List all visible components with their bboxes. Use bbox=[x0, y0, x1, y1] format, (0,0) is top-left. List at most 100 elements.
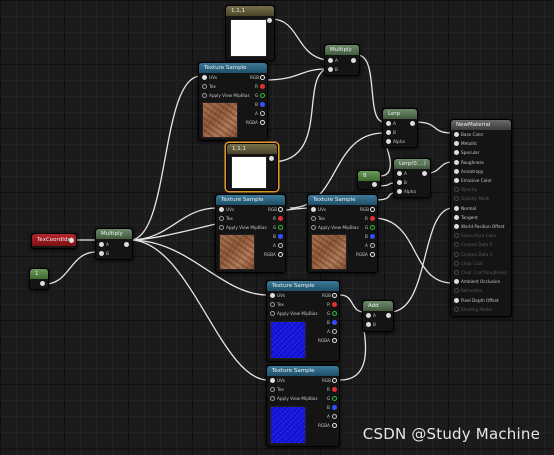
uvs-pin[interactable] bbox=[311, 207, 316, 212]
g-pin[interactable] bbox=[332, 396, 337, 401]
g-pin[interactable] bbox=[332, 311, 337, 316]
material-input-pin[interactable] bbox=[454, 141, 459, 147]
material-input-pin[interactable] bbox=[454, 196, 459, 202]
material-input-pin[interactable] bbox=[454, 270, 459, 275]
uvs-pin[interactable] bbox=[270, 293, 275, 298]
material-input-pin[interactable] bbox=[454, 288, 459, 294]
output-pin[interactable] bbox=[40, 281, 45, 286]
rgba-pin[interactable] bbox=[332, 338, 337, 343]
uvs-pin[interactable] bbox=[202, 75, 207, 80]
b-pin[interactable] bbox=[278, 234, 283, 239]
material-input-pin[interactable] bbox=[454, 279, 459, 285]
g-pin[interactable] bbox=[260, 93, 265, 98]
output-pin[interactable] bbox=[69, 238, 74, 243]
material-input-pin[interactable] bbox=[454, 214, 459, 220]
material-input-pin[interactable] bbox=[454, 150, 459, 156]
alpha-pin[interactable] bbox=[397, 189, 402, 194]
uvs-pin[interactable] bbox=[219, 207, 224, 212]
r-pin[interactable] bbox=[332, 387, 337, 392]
r-pin[interactable] bbox=[278, 216, 283, 221]
material-input-pin[interactable] bbox=[454, 260, 459, 266]
rgb-pin[interactable] bbox=[332, 378, 337, 383]
material-input-pin[interactable] bbox=[454, 178, 459, 183]
input-a-pin[interactable] bbox=[397, 171, 402, 176]
material-input-pin[interactable] bbox=[454, 242, 459, 248]
tex-pin[interactable] bbox=[311, 216, 316, 221]
input-b-pin[interactable] bbox=[328, 67, 333, 72]
texture-sample-node-4[interactable]: Texture Sample UVs Tex Apply View MipBia… bbox=[266, 280, 340, 362]
output-pin[interactable] bbox=[267, 18, 272, 23]
scalar-node-left[interactable]: 1 bbox=[29, 268, 49, 290]
b-pin[interactable] bbox=[260, 102, 265, 107]
b-pin[interactable] bbox=[332, 405, 337, 410]
input-b-pin[interactable] bbox=[366, 322, 371, 327]
g-pin[interactable] bbox=[278, 225, 283, 230]
material-input-pin[interactable] bbox=[454, 297, 459, 303]
rgb-pin[interactable] bbox=[332, 293, 337, 298]
constant-node-top[interactable]: 1,1,1 bbox=[225, 5, 275, 61]
r-pin[interactable] bbox=[370, 216, 375, 221]
output-pin[interactable] bbox=[124, 242, 129, 247]
material-input-pin[interactable] bbox=[454, 132, 459, 137]
alpha-pin[interactable] bbox=[386, 139, 391, 144]
input-a-pin[interactable] bbox=[386, 121, 391, 126]
material-input-pin[interactable] bbox=[454, 187, 459, 193]
b-pin[interactable] bbox=[332, 320, 337, 325]
a-pin[interactable] bbox=[332, 329, 337, 334]
texture-sample-node-2[interactable]: Texture Sample UVs Tex Apply View MipBia… bbox=[215, 194, 286, 273]
input-a-pin[interactable] bbox=[366, 313, 371, 318]
mipbias-pin[interactable] bbox=[311, 225, 316, 230]
multiply-node-left[interactable]: Multiply A B bbox=[95, 228, 133, 260]
a-pin[interactable] bbox=[278, 243, 283, 248]
texture-sample-node-5[interactable]: Texture Sample UVs Tex Apply View MipBia… bbox=[266, 365, 340, 447]
material-input-pin[interactable] bbox=[454, 168, 459, 174]
material-input-pin[interactable] bbox=[454, 159, 459, 165]
material-input-pin[interactable] bbox=[454, 306, 459, 312]
mipbias-pin[interactable] bbox=[270, 311, 275, 316]
constant-node-mid[interactable]: 1,1,1 bbox=[226, 143, 278, 191]
mipbias-pin[interactable] bbox=[202, 93, 207, 98]
output-pin[interactable] bbox=[372, 182, 377, 187]
material-input-pin[interactable] bbox=[454, 224, 459, 229]
mipbias-pin[interactable] bbox=[270, 396, 275, 401]
rgb-pin[interactable] bbox=[370, 207, 375, 212]
g-pin[interactable] bbox=[370, 225, 375, 230]
output-pin[interactable] bbox=[410, 121, 415, 126]
r-pin[interactable] bbox=[332, 302, 337, 307]
texture-sample-node-3[interactable]: Texture Sample UVs Tex Apply View MipBia… bbox=[307, 194, 378, 273]
rgb-pin[interactable] bbox=[260, 75, 265, 80]
input-b-pin[interactable] bbox=[99, 251, 104, 256]
b-pin[interactable] bbox=[370, 234, 375, 239]
rgba-pin[interactable] bbox=[332, 423, 337, 428]
rgba-pin[interactable] bbox=[260, 120, 265, 125]
input-a-pin[interactable] bbox=[328, 58, 333, 63]
input-b-pin[interactable] bbox=[397, 180, 402, 185]
output-pin[interactable] bbox=[351, 58, 356, 63]
tex-pin[interactable] bbox=[202, 84, 207, 89]
material-input-pin[interactable] bbox=[454, 251, 459, 257]
input-b-pin[interactable] bbox=[386, 130, 391, 135]
tex-pin[interactable] bbox=[270, 387, 275, 392]
material-input-pin[interactable] bbox=[454, 205, 459, 211]
rgba-pin[interactable] bbox=[370, 252, 375, 257]
tex-pin[interactable] bbox=[270, 302, 275, 307]
material-input-pin[interactable] bbox=[454, 233, 459, 239]
input-a-pin[interactable] bbox=[99, 242, 104, 247]
a-pin[interactable] bbox=[332, 414, 337, 419]
rgba-pin[interactable] bbox=[278, 252, 283, 257]
lerp2-node[interactable]: Lerp(0,...) A B Alpha bbox=[393, 158, 431, 198]
a-pin[interactable] bbox=[260, 111, 265, 116]
texture-sample-node-1[interactable]: Texture Sample UVs Tex Apply View MipBia… bbox=[198, 62, 268, 141]
rgb-pin[interactable] bbox=[278, 207, 283, 212]
multiply-node-top[interactable]: Multiply A B bbox=[324, 44, 360, 76]
lerp-node[interactable]: Lerp A B Alpha bbox=[382, 108, 418, 148]
scalar-node-mid[interactable]: 8 bbox=[357, 170, 381, 190]
tex-pin[interactable] bbox=[219, 216, 224, 221]
add-node[interactable]: Add A B bbox=[362, 300, 394, 332]
output-pin[interactable] bbox=[386, 313, 391, 318]
texcoord-parameter-node[interactable]: TexCoordIdx] bbox=[31, 233, 77, 249]
output-pin[interactable] bbox=[422, 171, 427, 176]
output-pin[interactable] bbox=[269, 156, 274, 161]
r-pin[interactable] bbox=[260, 84, 265, 89]
